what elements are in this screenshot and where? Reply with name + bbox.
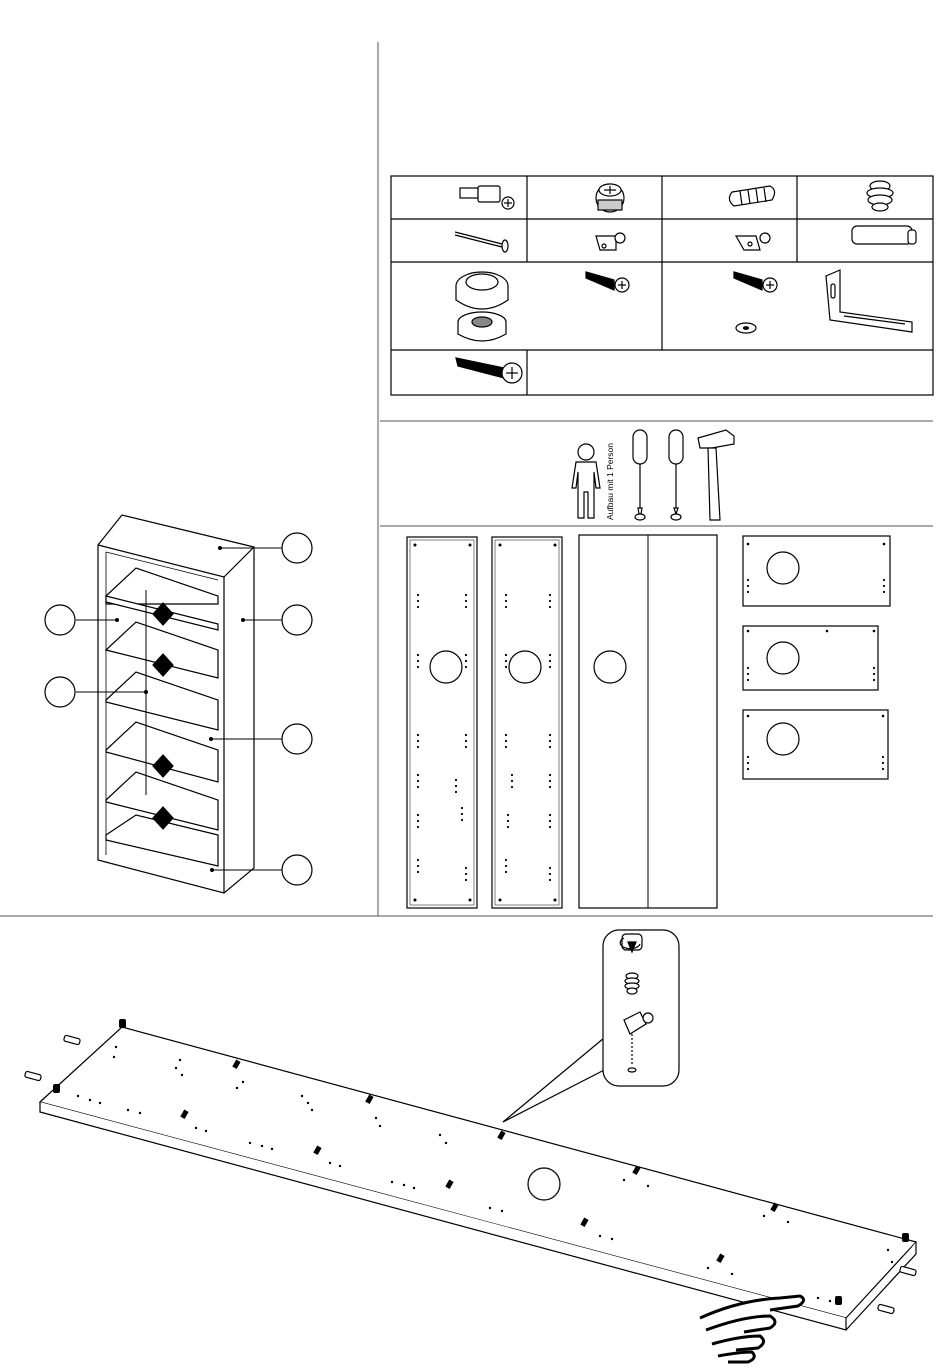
large-screw-icon <box>456 358 522 383</box>
wood-dowel-icon <box>729 186 774 206</box>
shelf-support-left-icon <box>596 233 625 250</box>
team-label: Aufbau mit 1 Person <box>605 443 615 520</box>
pointing-hand-icon <box>700 1296 804 1362</box>
handle-pad-icon <box>852 226 916 244</box>
bottom-panel <box>743 710 888 779</box>
cam-lock-icon <box>596 184 624 212</box>
flat-screwdriver-icon <box>633 430 647 520</box>
nail-icon <box>455 232 508 252</box>
step-panel <box>40 1027 916 1330</box>
hammer-icon <box>698 430 734 520</box>
glide-foot-icon <box>456 272 508 341</box>
person-icon <box>572 444 600 518</box>
bookcase-overview <box>98 515 254 893</box>
screw-with-washer-icon <box>734 272 777 333</box>
side-panel-a <box>407 537 477 908</box>
wall-bracket-icon <box>826 270 912 332</box>
detail-screwdriver-icon <box>620 934 642 952</box>
screw-icon <box>586 272 629 292</box>
side-panel-b <box>492 537 562 908</box>
phillips-screwdriver-icon <box>669 430 683 520</box>
detail-callout <box>503 930 679 1122</box>
shelf-panel <box>743 626 878 690</box>
detail-insert-icon <box>625 973 639 994</box>
expansion-insert-icon <box>867 181 893 211</box>
top-panel <box>743 536 890 606</box>
back-panel <box>579 535 717 908</box>
cam-bolt-icon <box>460 186 514 209</box>
shelf-support-right-icon <box>736 233 770 250</box>
